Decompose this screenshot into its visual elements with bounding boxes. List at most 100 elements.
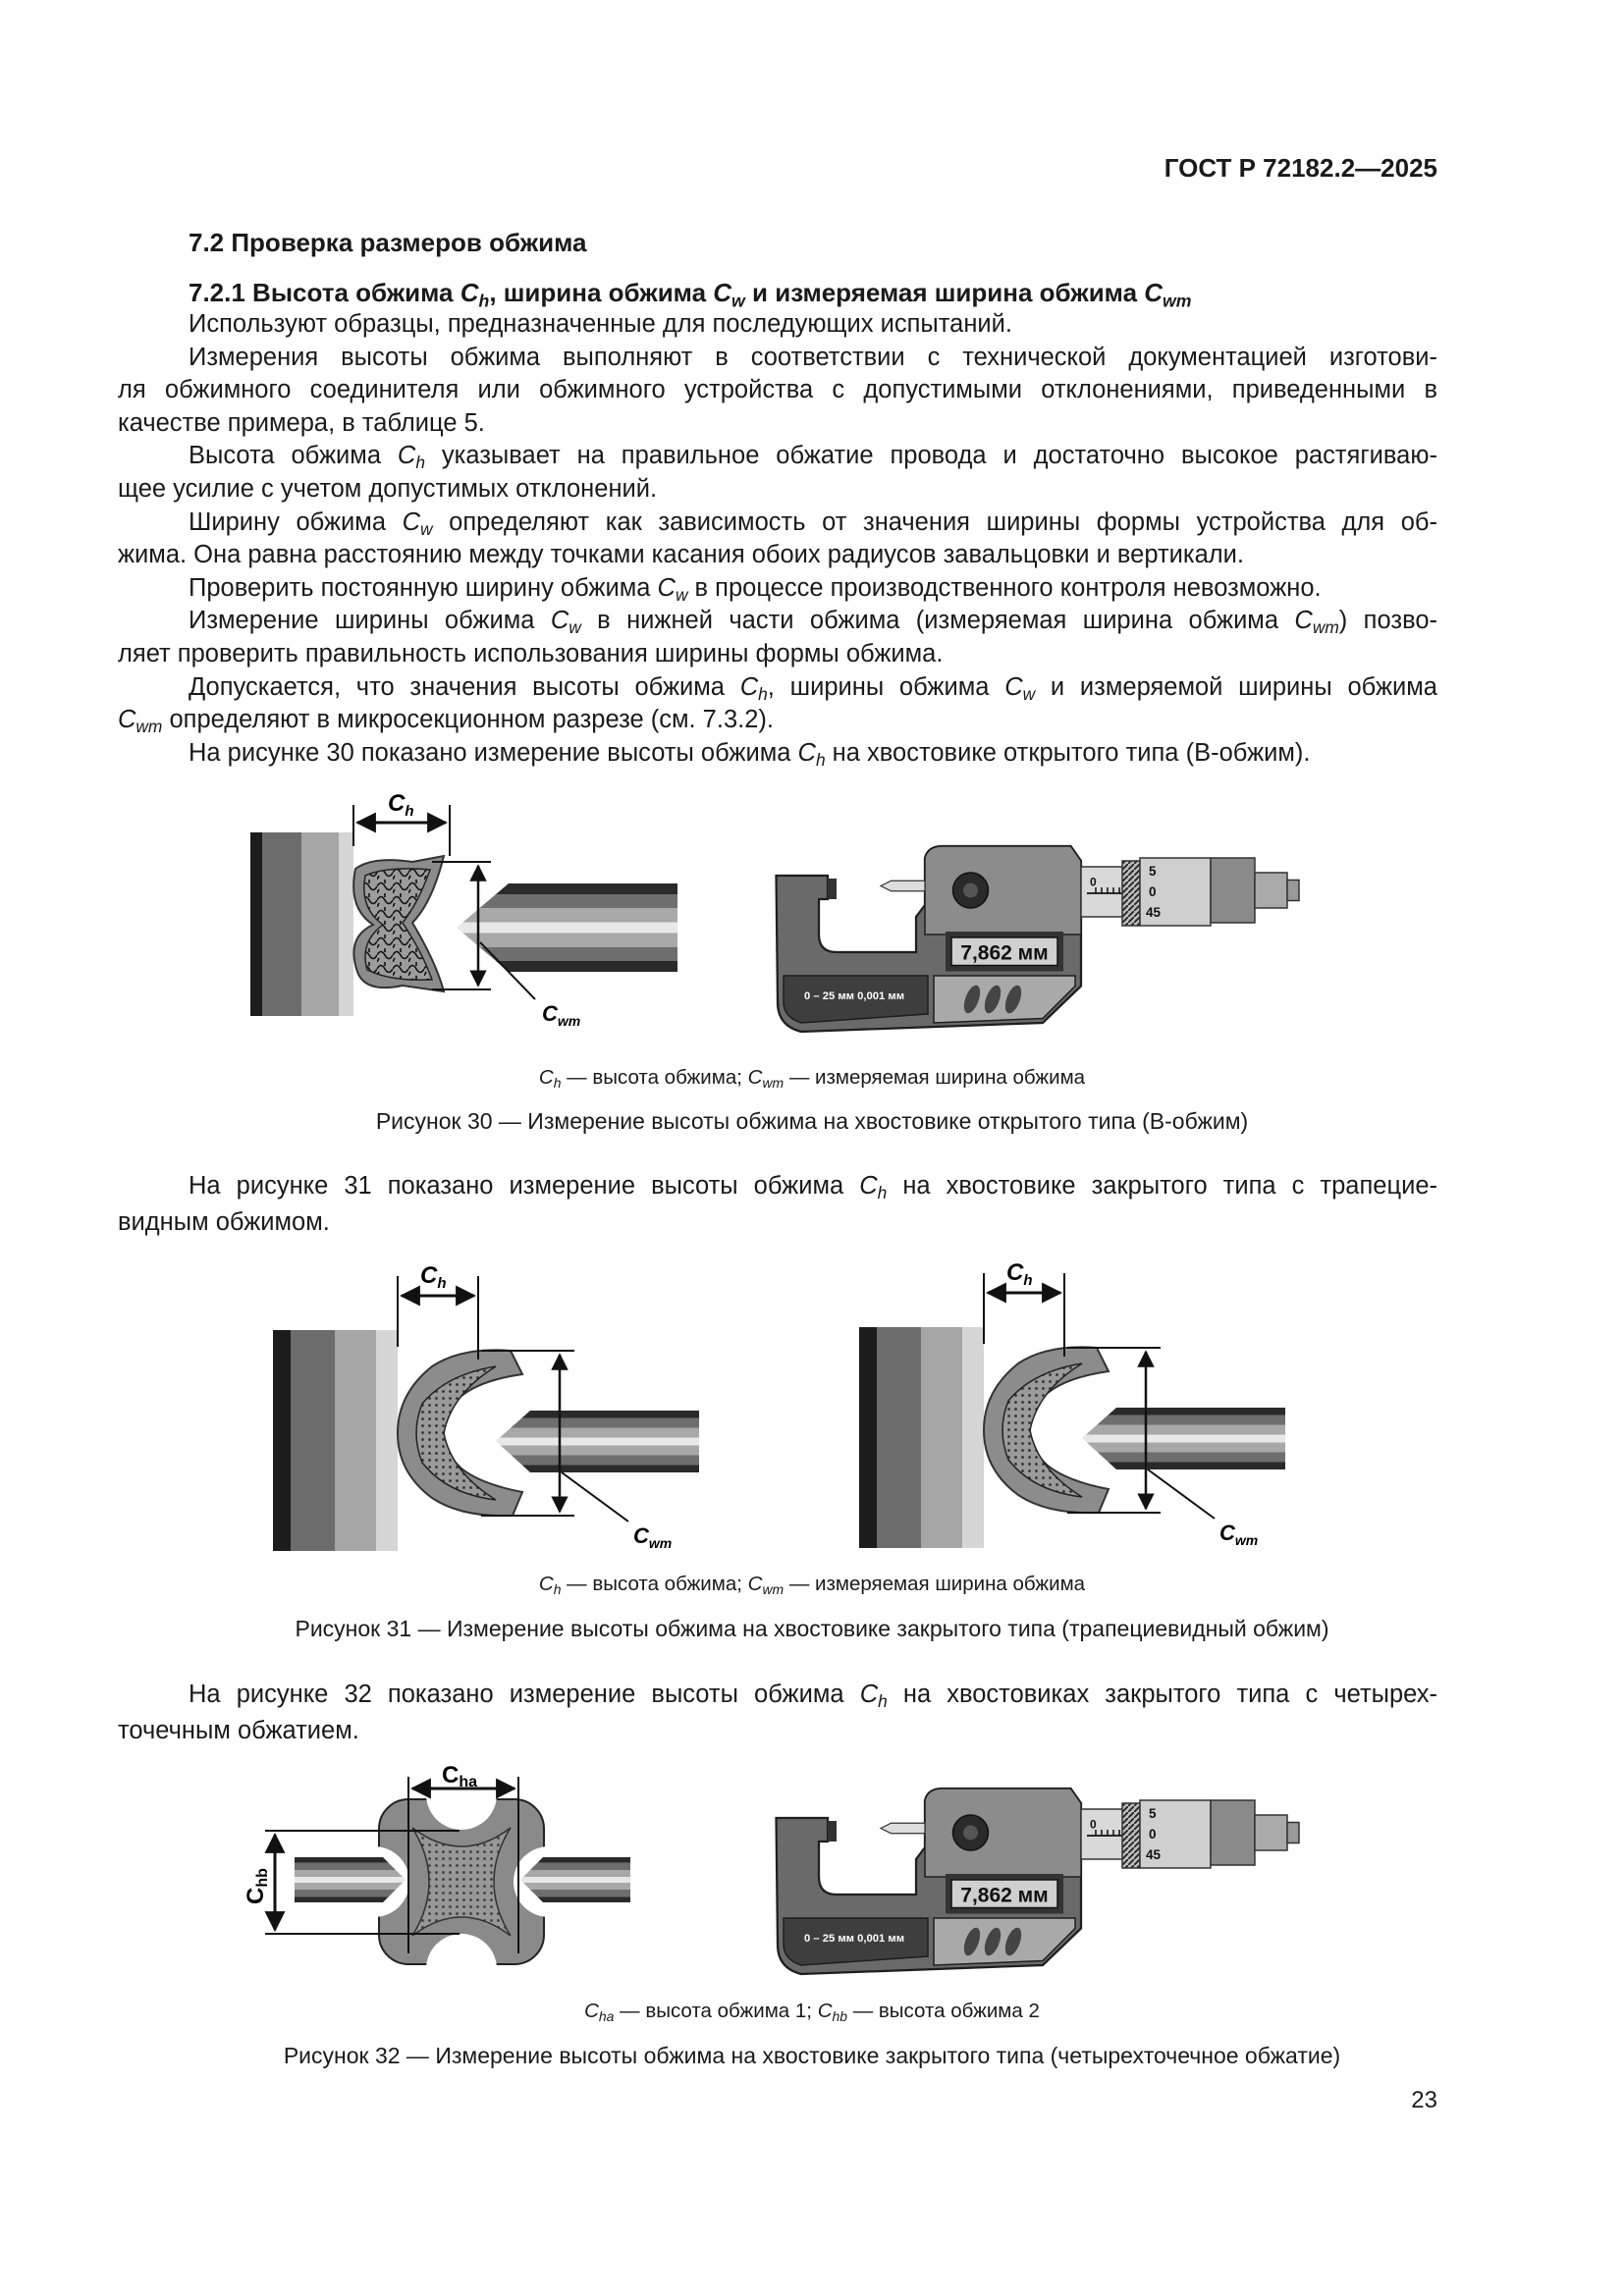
text-run: определяют как зависимость от значения ш… — [432, 507, 1438, 536]
text-line: Допускается, что значения высоты обжима … — [118, 671, 1437, 705]
text-run: на хвостовике закрытого типа с трапецие- — [887, 1172, 1437, 1200]
symbol: Cw — [713, 278, 745, 311]
text-run: ля обжимного соединителя или обжимного у… — [118, 376, 1437, 404]
paragraph: На рисунке 30 показано измерение высоты … — [118, 737, 1437, 771]
thimble-mark: 5 — [1149, 1806, 1157, 1821]
text-line: щее усилие с учетом допустимых отклонени… — [118, 473, 1437, 507]
figure-32-legend: Cha — высота обжима 1; Chb — высота обжи… — [0, 2000, 1624, 2023]
micrometer-button — [963, 1927, 981, 1956]
digital-micrometer: 7,862 мм 0 – 25 мм 0,001 мм 0 5 0 45 — [775, 1787, 1300, 1976]
sleeve-scale-zero: 0 — [1090, 876, 1097, 889]
ch-label: Ch — [388, 790, 414, 820]
text-run: , ширины обжима — [767, 672, 1005, 701]
text-run: жима. Она равна расстоянию между точками… — [118, 541, 1245, 569]
text-line: На рисунке 32 показано измерение высоты … — [118, 1677, 1437, 1713]
paragraph: Используют образцы, предназначенные для … — [118, 308, 1437, 342]
paragraph: Проверить постоянную ширину обжима Cw в … — [118, 572, 1437, 606]
micrometer-button — [1004, 985, 1022, 1014]
text-line: На рисунке 31 показано измерение высоты … — [118, 1168, 1437, 1204]
cwm-label: Cwm — [542, 1001, 580, 1029]
symbol: Cwm — [1294, 607, 1339, 638]
text-run: На рисунке 30 показано измерение высоты … — [189, 738, 798, 767]
paragraph: Ширину обжима Cw определяют как зависимо… — [118, 507, 1437, 572]
symbol: Chb — [817, 2000, 848, 2025]
symbol: Cwm — [118, 706, 163, 737]
symbol: Cw — [1004, 672, 1036, 704]
symbol: Cwm — [747, 1066, 785, 1092]
text-run: щее усилие с учетом допустимых отклонени… — [118, 474, 658, 503]
text-run: ляет проверить правильность использовани… — [118, 639, 944, 667]
text-run: в нижней части обжима (измеряемая ширина… — [580, 607, 1295, 635]
figure-31-caption: Рисунок 31 — Измерение высоты обжима на … — [295, 1616, 1329, 1641]
text-run: — высота обжима; — [561, 1066, 748, 1089]
body-text: Используют образцы, предназначенные для … — [118, 308, 1437, 770]
text-line: ля обжимного соединителя или обжимного у… — [118, 374, 1437, 407]
micrometer-display: 7,862 мм — [960, 1885, 1048, 1907]
ch-label: Ch — [1006, 1259, 1033, 1289]
text-run: Используют образцы, предназначенные для … — [189, 310, 1012, 338]
figure-30-caption: Рисунок 30 — Измерение высоты обжима на … — [375, 1108, 1249, 1134]
symbol: Cwm — [1144, 278, 1192, 311]
thimble-mark: 0 — [1149, 1827, 1157, 1842]
figure-30-crimp-drawing: Ch Cwm — [250, 790, 677, 1029]
micrometer-button — [1004, 1927, 1022, 1956]
text-line: Измерение ширины обжима Cw в нижней част… — [118, 605, 1437, 638]
text-line: Используют образцы, предназначенные для … — [118, 308, 1437, 342]
text-line: видным обжимом. — [118, 1204, 1437, 1241]
symbol: Cw — [657, 573, 688, 605]
figure-32-crimp-drawing: Cha Chb — [243, 1762, 630, 1965]
text-run: На рисунке 32 показано измерение высоты … — [189, 1681, 860, 1708]
text-run: На рисунке 31 показано измерение высоты … — [189, 1172, 860, 1200]
figure-31-intro: На рисунке 31 показано измерение высоты … — [118, 1168, 1437, 1241]
figure-31-crimp-drawing-left: Ch Cwm — [273, 1262, 699, 1551]
micrometer-range-label: 0 – 25 мм 0,001 мм — [804, 1933, 904, 1945]
figure-31-crimp-drawing-right: Ch Cwm — [859, 1259, 1285, 1548]
figure-31-legend: Ch — высота обжима; Cwm — измеряемая шир… — [0, 1573, 1624, 1596]
text-run: на хвостовиках закрытого типа с четырех- — [887, 1681, 1437, 1708]
text-run: качестве примера, в таблице 5. — [118, 408, 485, 437]
text-run: Высота обжима — [189, 442, 398, 470]
symbol: Ch — [460, 278, 490, 311]
text-run: — высота обжима; — [561, 1573, 748, 1595]
text-run: определяют в микросекционном разрезе (см… — [162, 706, 774, 734]
micrometer-button — [963, 985, 981, 1014]
text-run: 7.2.1 Высота обжима — [189, 278, 460, 307]
thimble-mark: 45 — [1146, 905, 1162, 920]
paragraph: Измерение ширины обжима Cw в нижней част… — [118, 605, 1437, 670]
figure-32-intro: На рисунке 32 показано измерение высоты … — [118, 1677, 1437, 1749]
text-line: качестве примера, в таблице 5. — [118, 407, 1437, 441]
text-run: Ширину обжима — [189, 507, 403, 536]
text-line: Проверить постоянную ширину обжима Cw в … — [118, 572, 1437, 606]
symbol: Ch — [739, 672, 768, 704]
paragraph: Измерения высоты обжима выполняют в соот… — [118, 342, 1437, 441]
thimble-mark: 5 — [1149, 864, 1157, 879]
micrometer-button — [984, 985, 1001, 1014]
text-run: Проверить постоянную ширину обжима — [189, 573, 658, 602]
text-run: Допускается, что значения высоты обжима — [189, 672, 740, 701]
text-run: — измеряемая ширина обжима — [784, 1573, 1086, 1595]
figure-32-caption: Рисунок 32 — Измерение высоты обжима на … — [283, 2043, 1341, 2068]
text-run: — высота обжима 1; — [614, 2000, 818, 2022]
paragraph: Допускается, что значения высоты обжима … — [118, 671, 1437, 737]
symbol: Cw — [402, 507, 433, 539]
text-line: На рисунке 30 показано измерение высоты … — [118, 737, 1437, 771]
cha-label: Cha — [442, 1762, 477, 1790]
paragraph: Высота обжима Ch указывает на правильное… — [118, 440, 1437, 506]
text-run: видным обжимом. — [118, 1208, 330, 1236]
text-run: ) позво- — [1338, 607, 1438, 635]
text-run: точечным обжатием. — [118, 1717, 359, 1744]
figure-30-legend: Ch — высота обжима; Cwm — измеряемая шир… — [0, 1066, 1624, 1090]
text-line: точечным обжатием. — [118, 1713, 1437, 1749]
text-line: Cwm определяют в микросекционном разрезе… — [118, 704, 1437, 737]
symbol: Ch — [397, 442, 425, 473]
thimble-mark: 45 — [1146, 1847, 1162, 1862]
text-line: ляет проверить правильность использовани… — [118, 638, 1437, 671]
text-run: — высота обжима 2 — [847, 2000, 1040, 2022]
micrometer-button — [984, 1927, 1001, 1956]
text-run: — измеряемая ширина обжима — [784, 1066, 1086, 1089]
text-run: в процессе производственного контроля не… — [687, 573, 1322, 602]
text-line: жима. Она равна расстоянию между точками… — [118, 539, 1437, 572]
text-run: и измеряемой ширины обжима — [1035, 672, 1437, 701]
symbol: Ch — [538, 1573, 562, 1598]
